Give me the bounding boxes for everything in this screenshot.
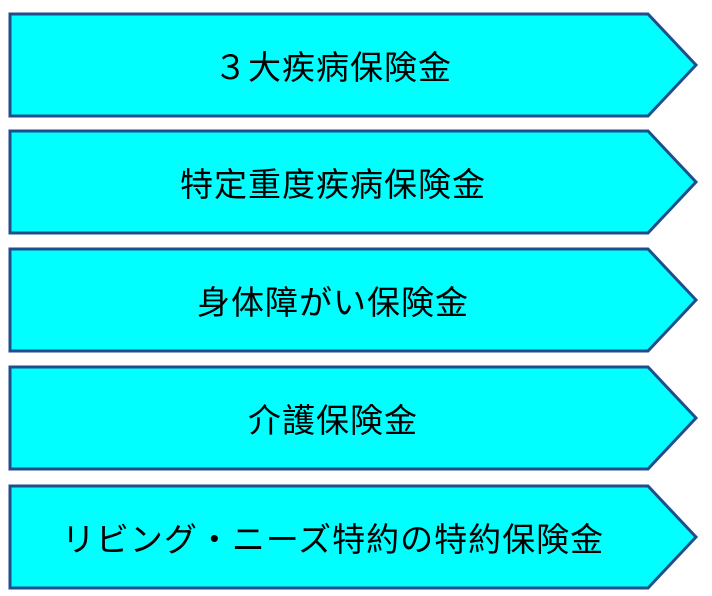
step-label: ３大疾病保険金 xyxy=(214,48,452,87)
step-label: リビング・ニーズ特約の特約保険金 xyxy=(61,520,605,559)
chevron-arrow-shape xyxy=(8,247,699,353)
step-chevron: 介護保険金 xyxy=(8,365,700,471)
step-chevron: リビング・ニーズ特約の特約保険金 xyxy=(8,484,700,590)
chevron-fill xyxy=(8,365,699,471)
chevron-arrow-shape xyxy=(8,12,699,118)
step-label: 介護保険金 xyxy=(248,401,418,440)
step-label: 特定重度疾病保険金 xyxy=(180,165,486,204)
chevron-fill xyxy=(8,484,699,590)
chevron-fill xyxy=(8,247,699,353)
chevron-fill xyxy=(8,129,699,235)
step-chevron: 特定重度疾病保険金 xyxy=(8,129,700,235)
chevron-arrow-shape xyxy=(8,365,699,471)
step-chevron: ３大疾病保険金 xyxy=(8,12,700,118)
chevron-arrow-shape xyxy=(8,129,699,235)
chevron-fill xyxy=(8,12,699,118)
step-chevron: 身体障がい保険金 xyxy=(8,247,700,353)
step-label: 身体障がい保険金 xyxy=(197,283,469,322)
chevron-arrow-shape xyxy=(8,484,699,590)
